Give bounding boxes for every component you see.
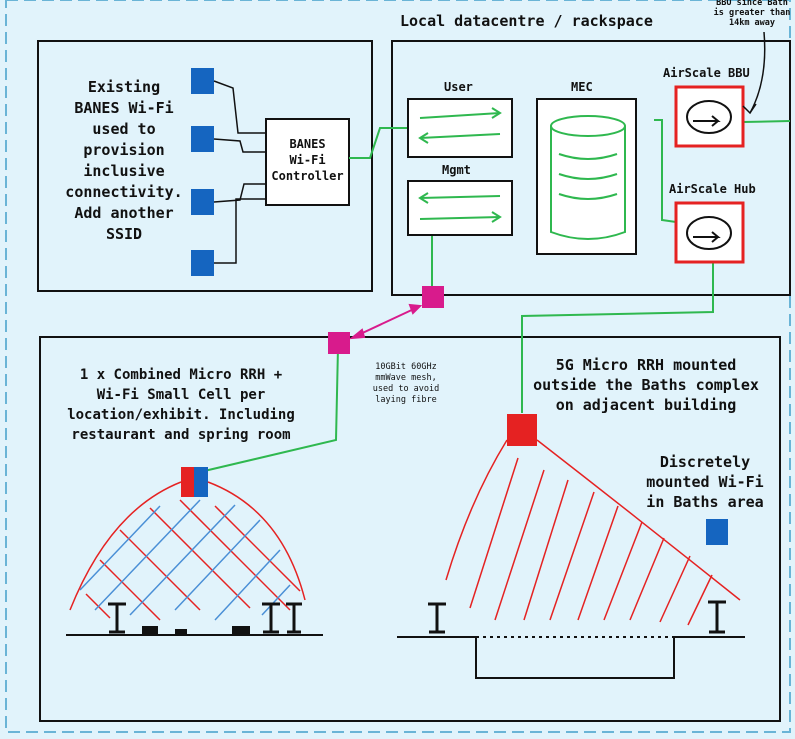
rrh-line: outside the Baths complex (533, 376, 759, 394)
combined-rrh-blue (194, 467, 208, 497)
outer-boundary (5, 0, 791, 733)
mec-label: MEC (571, 80, 593, 94)
combined-line: location/exhibit. Including (67, 407, 295, 423)
baths-coverage (445, 439, 741, 626)
bbu-label: AirScale BBU (663, 66, 750, 80)
hub-icon (686, 216, 732, 250)
mesh-note-line: mmWave mesh, (375, 373, 437, 383)
bbu-distance-note: BBU since Bath is greater than 14km away (712, 0, 792, 28)
combined-cell-description: 1 x Combined Micro RRH + Wi-Fi Small Cel… (46, 365, 316, 445)
mgmt-label: Mgmt (442, 163, 471, 177)
rrh-line: 5G Micro RRH mounted (555, 356, 737, 374)
description-line: Add another (74, 204, 174, 222)
wifi-controller-box (265, 118, 350, 206)
mesh-node-bottom (328, 332, 350, 354)
description-line: provision (83, 141, 165, 159)
mgmt-arrows (418, 192, 502, 223)
description-line: SSID (105, 225, 143, 243)
description-line: used to (92, 120, 156, 138)
combined-line: Wi-Fi Small Cell per (96, 387, 266, 403)
wifi-ap (191, 250, 214, 276)
combined-line: restaurant and spring room (71, 427, 291, 443)
description-line: inclusive (83, 162, 165, 180)
user-arrows (418, 107, 502, 144)
note-line: is greater than (713, 8, 791, 18)
note-line: BBU since Bath (716, 0, 788, 8)
wifi-controller-label: BANES Wi-Fi Controller (266, 136, 349, 184)
user-label: User (444, 80, 473, 94)
wifi-panel-box (37, 40, 373, 292)
datacentre-box (391, 40, 791, 296)
mec-cylinder (550, 115, 626, 240)
datacentre-title: Local datacentre / rackspace (400, 12, 653, 30)
baths-wifi-line: Discretely (659, 453, 751, 471)
wifi-access-points (191, 68, 214, 276)
baths-wifi-ap (706, 519, 728, 545)
baths-ground (397, 600, 745, 679)
combined-rrh-red (181, 467, 194, 497)
description-line: connectivity. (65, 183, 183, 201)
wifi-ap (191, 68, 214, 94)
mesh-note-line: used to avoid (372, 384, 440, 394)
note-line: 14km away (728, 18, 776, 28)
mesh-note: 10GBit 60GHz mmWave mesh, used to avoid … (360, 362, 452, 406)
description-line: BANES Wi-Fi (74, 99, 174, 117)
baths-wifi-line: in Baths area (646, 493, 764, 511)
site-panel-box (39, 336, 781, 722)
mesh-note-line: 10GBit 60GHz (375, 362, 437, 372)
baths-wifi-line: mounted Wi-Fi (646, 473, 764, 491)
controller-line: Controller (271, 169, 344, 183)
baths-rrh-description: 5G Micro RRH mounted outside the Baths c… (520, 355, 772, 415)
description-line: Existing (87, 78, 161, 96)
green-links (199, 119, 791, 473)
wifi-ap (191, 126, 214, 152)
combined-line: 1 x Combined Micro RRH + (79, 367, 283, 383)
combined-coverage (69, 481, 306, 621)
mgmt-box (407, 180, 513, 236)
user-box (407, 98, 513, 158)
baths-wifi-description: Discretely mounted Wi-Fi in Baths area (630, 452, 780, 512)
note-arrow (742, 31, 766, 115)
mesh-link-arrow (348, 303, 423, 340)
mesh-node-top (422, 286, 444, 308)
combined-ground (66, 602, 323, 636)
wifi-description: Existing BANES Wi-Fi used to provision i… (62, 77, 186, 245)
mec-box (536, 98, 637, 255)
wifi-ap (191, 189, 214, 215)
mesh-note-line: laying fibre (375, 395, 437, 405)
rrh-line: on adjacent building (555, 396, 737, 414)
bbu-icon (686, 100, 732, 134)
baths-rrh (507, 414, 537, 446)
hub-label: AirScale Hub (669, 182, 756, 196)
ap-wiring (213, 80, 266, 264)
controller-line: BANES (289, 137, 326, 151)
controller-line: Wi-Fi (289, 153, 326, 167)
